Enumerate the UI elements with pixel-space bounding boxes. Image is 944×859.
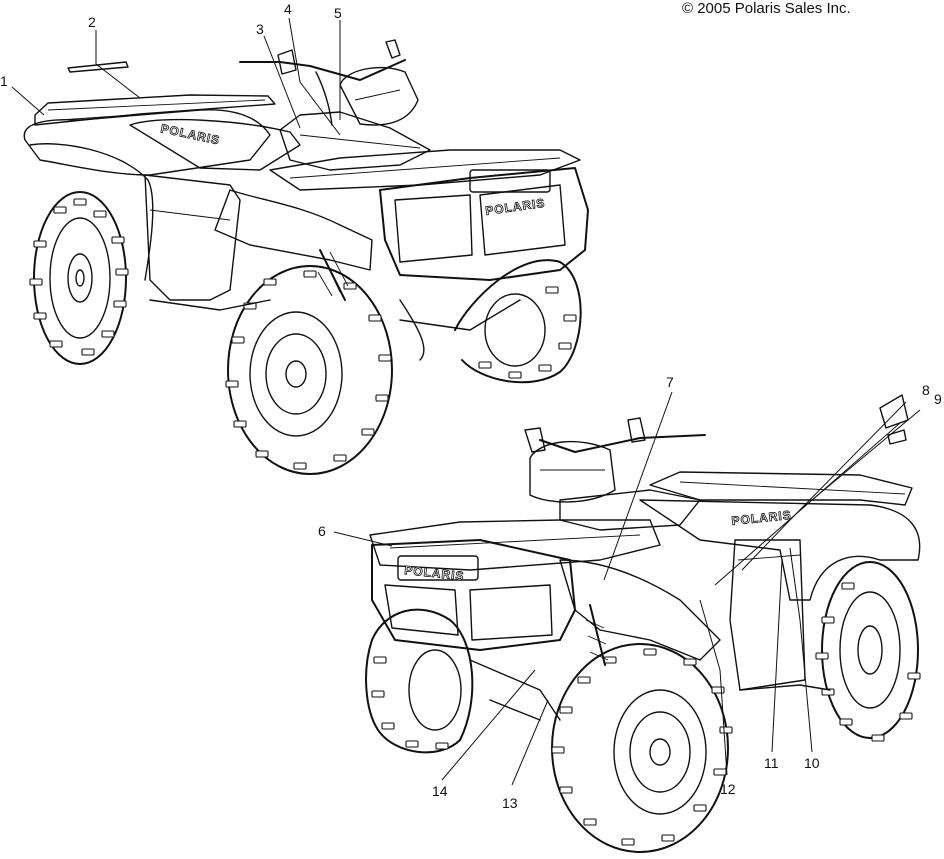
callout-12: 12 — [720, 781, 736, 797]
wheel-front-left-lower — [551, 643, 733, 853]
decal-2-shape — [67, 61, 129, 73]
callout-2: 2 — [88, 14, 96, 30]
brand-decal-rear-upper: POLARIS — [159, 121, 221, 147]
wheel-rear-left-upper — [29, 191, 129, 365]
callout-5: 5 — [334, 5, 342, 21]
wheel-front-right-lower — [365, 608, 474, 754]
brand-decal-front-lower: POLARIS — [404, 563, 465, 583]
atv-upper: POLARIS — [23, 39, 589, 475]
callout-10: 10 — [804, 755, 820, 771]
atv-lower: POLARIS POLARIS — [365, 417, 921, 853]
brand-decal-rear-lower: POLARIS — [731, 508, 792, 528]
callout-7: 7 — [666, 374, 674, 390]
callout-numbers: 1 2 3 4 5 6 7 8 9 10 11 12 13 14 — [0, 1, 942, 811]
leader-lines — [11, 17, 921, 786]
callout-4: 4 — [284, 1, 292, 17]
callout-14: 14 — [432, 783, 448, 799]
brand-decal-front-upper: POLARIS — [484, 196, 546, 218]
callout-8: 8 — [922, 382, 930, 398]
atv-lower-body: POLARIS POLARIS — [369, 417, 921, 721]
wheel-rear-right-lower — [815, 561, 921, 742]
copyright-notice: © 2005 Polaris Sales Inc. — [682, 0, 851, 17]
callout-1: 1 — [0, 73, 8, 89]
wheel-rear-right-upper — [454, 259, 582, 384]
callout-6: 6 — [318, 523, 326, 539]
wheel-front-left-upper — [225, 265, 393, 475]
callout-3: 3 — [256, 21, 264, 37]
callout-11: 11 — [764, 755, 779, 771]
callout-9: 9 — [934, 391, 942, 407]
atv-upper-body: POLARIS — [23, 39, 589, 361]
decal-9-shape — [887, 429, 907, 445]
callout-13: 13 — [502, 795, 518, 811]
